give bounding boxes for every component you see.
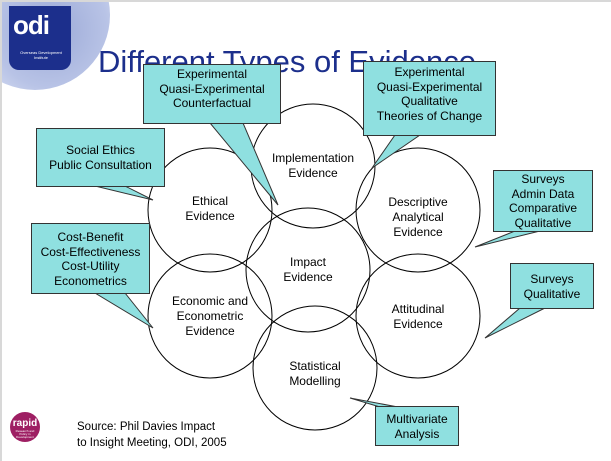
circle-label-implementation: Implementation Evidence bbox=[263, 151, 363, 181]
statistical-label-text: Statistical Modelling bbox=[289, 359, 341, 388]
callout-economic-methods: Cost-Benefit Cost-Effectiveness Cost-Uti… bbox=[31, 223, 150, 294]
circle-statistical bbox=[252, 305, 378, 431]
callout-economic-methods-text: Cost-Benefit Cost-Effectiveness Cost-Uti… bbox=[40, 230, 141, 288]
circle-label-ethical: Ethical Evidence bbox=[170, 194, 250, 224]
callout-statistical-methods: Multivariate Analysis bbox=[375, 406, 459, 446]
implementation-label-text: Implementation Evidence bbox=[271, 151, 355, 180]
left-border bbox=[0, 0, 2, 461]
source-citation: Source: Phil Davies Impact to Insight Me… bbox=[77, 419, 227, 451]
callout-impact-methods: Experimental Quasi-Experimental Counterf… bbox=[143, 64, 281, 124]
callout-ethical-methods-text: Social Ethics Public Consultation bbox=[49, 143, 152, 172]
circle-label-impact: Impact Evidence bbox=[273, 255, 343, 285]
ethical-label-text: Ethical Evidence bbox=[185, 194, 235, 223]
impact-label-text: Impact Evidence bbox=[283, 255, 333, 284]
odi-logo-text: odi bbox=[13, 10, 50, 40]
descriptive-label-text: Descriptive Analytical Evidence bbox=[388, 195, 448, 239]
top-border bbox=[0, 0, 611, 2]
callout-statistical-methods-text: Multivariate Analysis bbox=[386, 412, 448, 441]
callout-descriptive-methods-text: Surveys Admin Data Comparative Qualitati… bbox=[508, 172, 578, 230]
circle-descriptive bbox=[355, 147, 481, 273]
source-text: Source: Phil Davies Impact to Insight Me… bbox=[77, 421, 227, 449]
circle-label-economic: Economic and Econometric Evidence bbox=[155, 294, 265, 339]
circle-label-statistical: Statistical Modelling bbox=[272, 359, 358, 389]
callout-pointer-attitudinal bbox=[484, 307, 546, 339]
circle-ethical bbox=[147, 147, 273, 273]
callout-impact-methods-text: Experimental Quasi-Experimental Counterf… bbox=[159, 67, 265, 110]
attitudinal-label-text: Attitudinal Evidence bbox=[391, 302, 445, 331]
callout-ethical-methods: Social Ethics Public Consultation bbox=[36, 128, 165, 187]
circle-attitudinal bbox=[355, 253, 481, 379]
callout-implementation-methods: Experimental Quasi-Experimental Qualitat… bbox=[363, 61, 496, 136]
circle-label-attitudinal: Attitudinal Evidence bbox=[381, 302, 455, 332]
economic-label-text: Economic and Econometric Evidence bbox=[171, 294, 249, 338]
rapid-logo-subtitle: Research and Policy in Development bbox=[15, 429, 35, 439]
rapid-logo: rapid Research and Policy in Development bbox=[10, 412, 40, 442]
odi-logo: odi Overseas Development Institute bbox=[9, 6, 71, 70]
callout-pointer-ethical bbox=[94, 185, 154, 201]
circle-economic bbox=[147, 253, 273, 379]
rapid-logo-text: rapid bbox=[12, 418, 38, 429]
circle-impact bbox=[245, 207, 371, 333]
callout-pointer-economic bbox=[93, 292, 154, 329]
circle-label-descriptive: Descriptive Analytical Evidence bbox=[378, 195, 458, 240]
odi-logo-subtitle: Overseas Development Institute bbox=[20, 50, 62, 60]
callout-attitudinal-methods: Surveys Qualitative bbox=[510, 263, 594, 309]
callout-pointer-descriptive bbox=[474, 230, 541, 248]
callout-implementation-methods-text: Experimental Quasi-Experimental Qualitat… bbox=[376, 65, 483, 123]
callout-attitudinal-methods-text: Surveys Qualitative bbox=[523, 272, 581, 301]
callout-pointer-implementation bbox=[371, 134, 422, 169]
callout-descriptive-methods: Surveys Admin Data Comparative Qualitati… bbox=[493, 170, 593, 232]
